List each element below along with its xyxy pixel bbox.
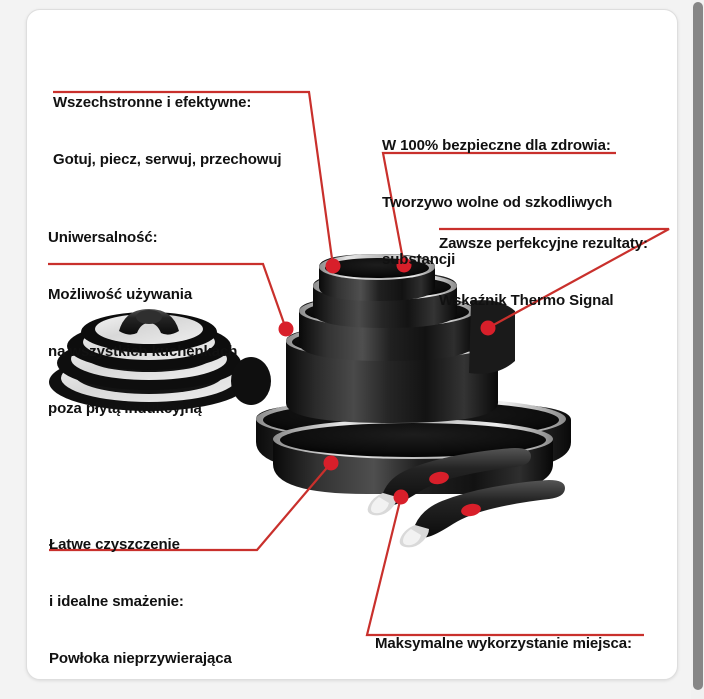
callout-wszechstronne-line-1: Wszechstronne i efektywne:: [53, 94, 252, 111]
callout-uniwersalnosc-line-2: Możliwość używania: [48, 286, 193, 303]
vertical-scrollbar-thumb[interactable]: [693, 2, 703, 690]
callout-czyszczenie: Łatwe czyszczenie i idealne smażenie: Po…: [49, 497, 232, 679]
callout-uniwersalnosc-line-4: poza płytą indukcyjną: [48, 400, 202, 417]
callout-rezultaty-line-1: Zawsze perfekcyjne rezultaty:: [439, 235, 648, 252]
callout-uniwersalnosc: Uniwersalność: Możliwość używania na wsz…: [48, 190, 237, 456]
vertical-scrollbar-track[interactable]: [691, 0, 704, 699]
callout-rezultaty-line-2: Wskaźnik Thermo Signal: [439, 292, 614, 309]
callout-uniwersalnosc-line-1: Uniwersalność:: [48, 229, 158, 246]
callout-rezultaty: Zawsze perfekcyjne rezultaty: Wskaźnik T…: [439, 196, 648, 348]
callout-bezpieczne-line-2: Tworzywo wolne od szkodliwych: [382, 194, 613, 211]
callout-bezpieczne: W 100% bezpieczne dla zdrowia: Tworzywo …: [382, 98, 612, 307]
callout-uniwersalnosc-line-3: na wszystkich kuchenkach: [48, 343, 238, 360]
callout-miejsce: Maksymalne wykorzystanie miejsca: Możliw…: [375, 596, 632, 679]
callout-miejsce-line-1: Maksymalne wykorzystanie miejsca:: [375, 635, 632, 652]
nested-pots-and-pans: [256, 254, 571, 494]
callout-bezpieczne-line-3: substancji: [382, 251, 456, 268]
callout-bezpieczne-line-1: W 100% bezpieczne dla zdrowia:: [382, 137, 611, 154]
content-card: Wszechstronne i efektywne: Gotuj, piecz,…: [26, 9, 678, 680]
callout-czyszczenie-line-1: Łatwe czyszczenie: [49, 536, 180, 553]
callout-czyszczenie-line-3: Powłoka nieprzywierająca: [49, 650, 232, 667]
callout-wszechstronne-line-2: Gotuj, piecz, serwuj, przechowuj: [53, 151, 282, 168]
callout-czyszczenie-line-2: i idealne smażenie:: [49, 593, 184, 610]
callout-wszechstronne: Wszechstronne i efektywne: Gotuj, piecz,…: [53, 55, 282, 207]
